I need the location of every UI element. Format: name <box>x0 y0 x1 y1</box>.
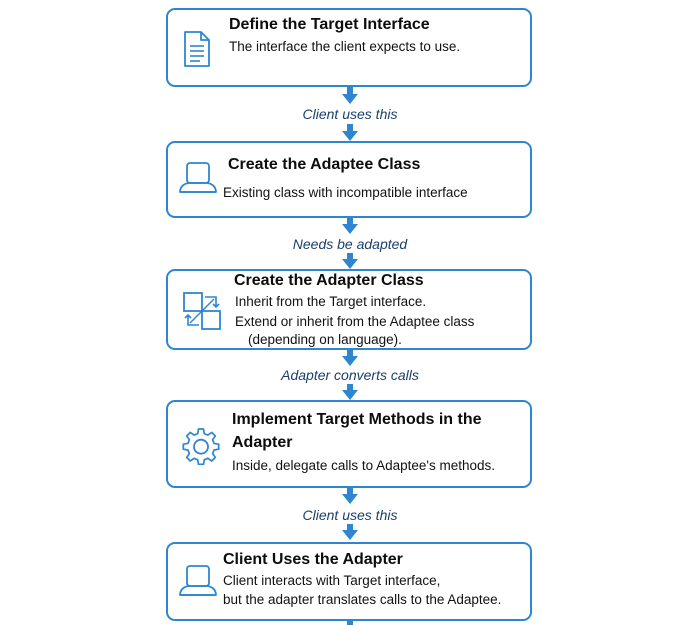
step-title: Define the Target Interface <box>229 16 430 33</box>
step-title: Adapter <box>232 434 293 451</box>
connector-label: Adapter converts calls <box>281 367 419 383</box>
step-description: Inside, delegate calls to Adaptee's meth… <box>232 458 495 473</box>
arrow-down-icon <box>342 218 358 234</box>
step-box-create-adaptee: Create the Adaptee Class Existing class … <box>166 141 532 218</box>
step-description: Inherit from the Target interface. <box>235 294 427 309</box>
arrow-down-icon <box>342 350 358 366</box>
step-box-client-uses-adapter: Client Uses the Adapter Client interacts… <box>166 542 532 621</box>
arrow-down-icon <box>342 253 358 269</box>
step-title: Create the Adaptee Class <box>228 156 421 173</box>
arrow-down-icon <box>342 124 358 141</box>
step-description: The interface the client expects to use. <box>229 39 461 54</box>
step-title: Create the Adapter Class <box>234 272 424 289</box>
connector-label: Client uses this <box>302 507 398 523</box>
step-title: Client Uses the Adapter <box>223 551 403 568</box>
step-box-create-adapter: Create the Adapter Class Inherit from th… <box>166 269 532 350</box>
laptop-user-icon <box>178 564 218 598</box>
step-box-define-target: Define the Target Interface The interfac… <box>166 8 532 87</box>
step-description: Existing class with incompatible interfa… <box>223 185 468 200</box>
arrow-stub <box>347 621 353 625</box>
document-icon <box>182 30 212 68</box>
step-description: (depending on language). <box>248 332 402 347</box>
step-description: Client interacts with Target interface, <box>223 573 441 588</box>
laptop-user-icon <box>178 161 218 195</box>
step-description: but the adapter translates calls to the … <box>223 592 502 607</box>
gear-icon <box>182 427 220 465</box>
arrow-down-icon <box>342 384 358 400</box>
connector-label: Client uses this <box>302 106 398 122</box>
connector-label: Needs be adapted <box>292 236 408 252</box>
step-title: Implement Target Methods in the <box>232 411 482 428</box>
step-description: Extend or inherit from the Adaptee class <box>235 314 475 329</box>
arrow-down-icon <box>342 87 358 104</box>
arrow-down-icon <box>342 488 358 504</box>
adapter-squares-icon <box>182 291 222 331</box>
arrow-down-icon <box>342 524 358 540</box>
step-box-implement-methods: Implement Target Methods in the Adapter … <box>166 400 532 488</box>
